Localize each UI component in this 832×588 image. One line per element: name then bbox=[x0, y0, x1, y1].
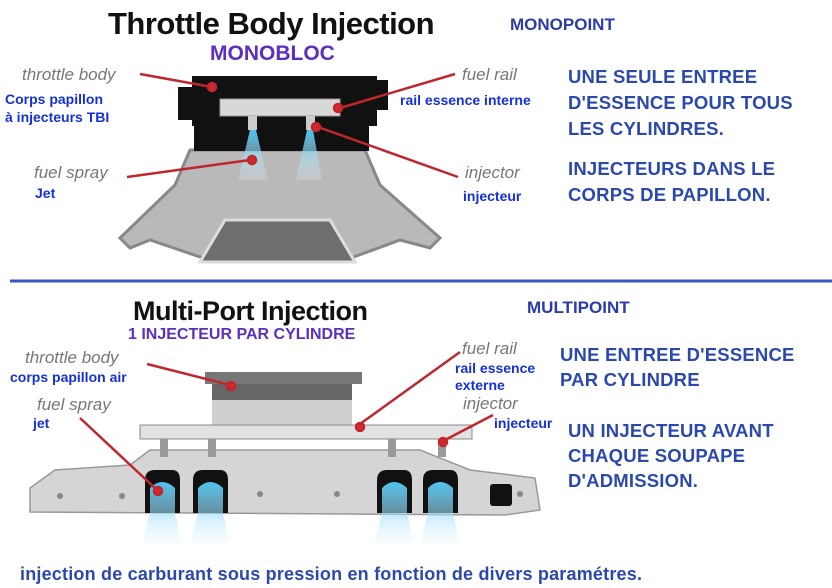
mpi-subtitle: 1 INJECTEUR PAR CYLINDRE bbox=[128, 326, 356, 343]
mpi-mode-label: MULTIPOINT bbox=[527, 298, 630, 317]
tbi-mode-label: MONOPOINT bbox=[510, 15, 615, 34]
mpi-fuel-rail-fr-label-2: externe bbox=[455, 377, 505, 393]
mpi-fuel-spray-label: fuel spray bbox=[37, 395, 111, 414]
mpi-throttle-body-label: throttle body bbox=[25, 348, 119, 367]
tbi-throttle-body-fr-label: Corps papillon bbox=[5, 91, 103, 107]
mpi-note-line: D'ADMISSION. bbox=[568, 470, 699, 491]
tbi-note-line: LES CYLINDRES. bbox=[568, 118, 724, 139]
mpi-pointers bbox=[79, 350, 494, 497]
fuel-spray-cone bbox=[142, 482, 182, 545]
tbi-injector-fr-label: injecteur bbox=[463, 188, 522, 204]
tbi-pointers bbox=[126, 72, 459, 179]
mpi-fuel-rail-fr-label: rail essence bbox=[455, 360, 536, 376]
mpi-note-line: CHAQUE SOUPAPE bbox=[568, 445, 746, 466]
tbi-note-line: UNE SEULE ENTREE bbox=[568, 66, 758, 87]
mpi-throttle-body-fr-label: corps papillon air bbox=[10, 369, 127, 385]
mpi-title: Multi-Port Injection bbox=[133, 296, 368, 326]
mpi-injector-fr-label: injecteur bbox=[494, 415, 553, 431]
mpi-manifold-drawing bbox=[29, 372, 541, 545]
mpi-note-line: UN INJECTEUR AVANT bbox=[568, 420, 774, 441]
tbi-note-line: CORPS DE PAPILLON. bbox=[568, 184, 771, 205]
tbi-fuel-spray-fr-label: Jet bbox=[35, 185, 56, 201]
tbi-subtitle: MONOBLOC bbox=[210, 42, 335, 65]
tbi-throttle-body-label: throttle body bbox=[22, 65, 116, 84]
fuel-spray-cone bbox=[420, 482, 460, 545]
mpi-note-line: PAR CYLINDRE bbox=[560, 369, 700, 390]
tbi-throttle-body-drawing bbox=[117, 76, 443, 264]
tbi-throttle-body-fr-label-2: à injecteurs TBI bbox=[5, 109, 110, 125]
tbi-fuel-rail-fr-label: rail essence interne bbox=[400, 92, 531, 108]
mpi-note-line: UNE ENTREE D'ESSENCE bbox=[560, 344, 795, 365]
fuel-spray-cone bbox=[190, 482, 230, 545]
mpi-injector-label: injector bbox=[463, 394, 518, 413]
tbi-title: Throttle Body Injection bbox=[108, 6, 435, 41]
footer-caption: injection de carburant sous pression en … bbox=[20, 564, 643, 584]
tbi-note-line: D'ESSENCE POUR TOUS bbox=[568, 92, 793, 113]
mpi-fuel-rail-label: fuel rail bbox=[462, 339, 517, 358]
fuel-spray-cone bbox=[296, 130, 322, 180]
tbi-injector-label: injector bbox=[465, 163, 520, 182]
tbi-fuel-spray-label: fuel spray bbox=[34, 163, 108, 182]
fuel-spray-cone bbox=[374, 482, 414, 545]
mpi-fuel-spray-fr-label: jet bbox=[33, 415, 50, 431]
tbi-fuel-rail-label: fuel rail bbox=[462, 65, 517, 84]
tbi-note-line: INJECTEURS DANS LE bbox=[568, 158, 776, 179]
